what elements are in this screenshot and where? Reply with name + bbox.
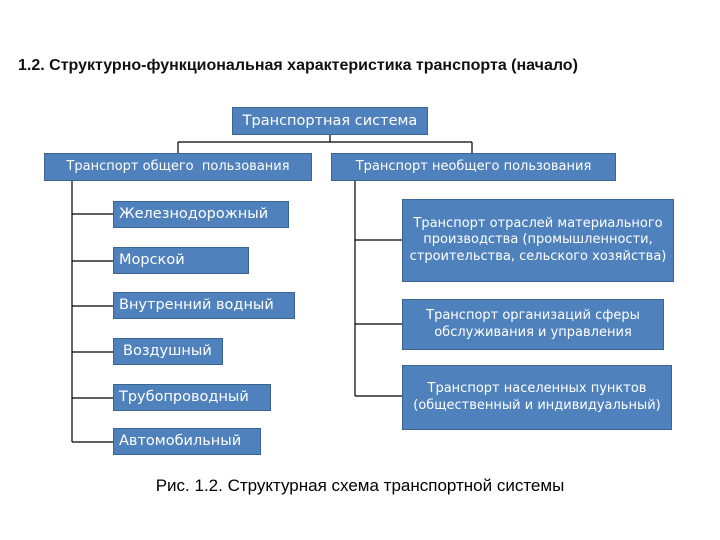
branch-private-label: Транспорт необщего пользования xyxy=(355,158,592,174)
branch-public: Транспорт общего пользования xyxy=(44,153,312,181)
root-node: Транспортная система xyxy=(232,107,428,135)
public-item-road: Автомобильный xyxy=(113,428,261,455)
page-title: 1.2. Структурно-функциональная характери… xyxy=(18,57,578,74)
public-item-railway: Железнодорожный xyxy=(113,201,289,228)
private-item-settlements: Транспорт населенных пунктов (общественн… xyxy=(402,365,672,430)
branch-public-label: Транспорт общего пользования xyxy=(66,158,290,174)
private-item-services: Транспорт организаций сферы обслуживания… xyxy=(402,299,664,350)
public-item-label: Железнодорожный xyxy=(119,206,269,223)
public-item-label: Воздушный xyxy=(123,343,212,360)
private-item-label: Транспорт отраслей материального произво… xyxy=(409,216,667,264)
public-item-inland-water: Внутренний водный xyxy=(113,292,295,319)
public-item-pipeline: Трубопроводный xyxy=(113,384,271,411)
public-item-label: Автомобильный xyxy=(119,433,242,450)
public-item-label: Внутренний водный xyxy=(119,297,274,314)
root-node-label: Транспортная система xyxy=(242,112,418,129)
private-item-label: Транспорт населенных пунктов (общественн… xyxy=(413,381,661,413)
public-item-sea: Морской xyxy=(113,247,249,274)
public-item-label: Морской xyxy=(119,252,185,269)
branch-private: Транспорт необщего пользования xyxy=(331,153,616,181)
public-item-label: Трубопроводный xyxy=(119,389,249,406)
private-item-label: Транспорт организаций сферы обслуживания… xyxy=(426,308,640,340)
private-item-production: Транспорт отраслей материального произво… xyxy=(402,199,674,282)
public-item-air: Воздушный xyxy=(113,338,223,365)
figure-caption: Рис. 1.2. Структурная схема транспортной… xyxy=(155,476,565,495)
